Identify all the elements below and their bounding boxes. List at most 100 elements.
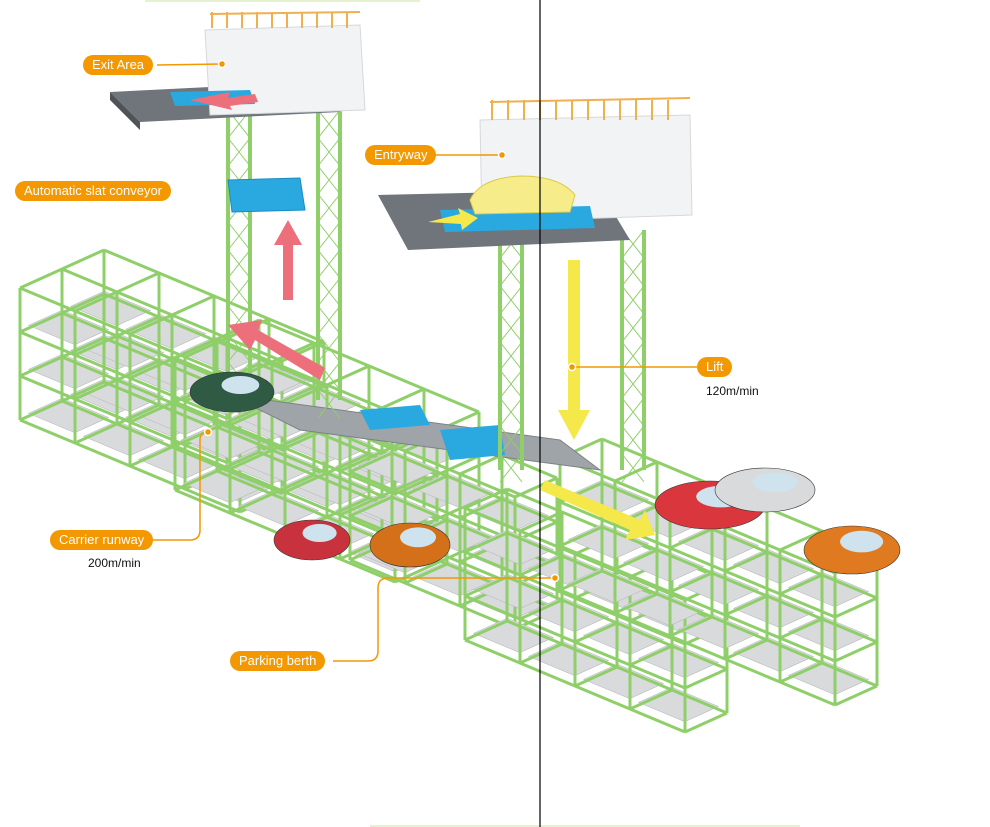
frame-beam [779, 661, 823, 684]
frame-beam [519, 598, 563, 621]
frame-beam [19, 292, 105, 334]
frame-beam [601, 481, 878, 600]
frame-beam [464, 575, 508, 598]
frame-beam [74, 315, 160, 357]
slat-conveyor-label: Automatic slat conveyor [15, 181, 172, 201]
parked-car-green-window [221, 376, 260, 394]
frame-beam [724, 594, 768, 617]
carrier-entry-arrow [540, 480, 655, 540]
frame-beam [391, 451, 558, 524]
exit-area-dot [217, 59, 227, 69]
tower-brace [621, 313, 645, 343]
railing [209, 11, 361, 15]
exit-arrow [190, 92, 258, 110]
tower-brace [317, 193, 341, 223]
tower-brace [499, 313, 523, 343]
frame-beam [669, 615, 713, 638]
carrier-speed: 200m/min [88, 556, 141, 570]
frame-beam [601, 525, 878, 644]
parked-car-silver-window [752, 472, 798, 493]
frame-beam [349, 558, 516, 631]
tower-brace [621, 257, 645, 287]
frame-beam [74, 271, 160, 313]
frame-beam [459, 497, 503, 520]
entry-arrow [428, 208, 478, 230]
carrier-exit-arrow [228, 320, 325, 380]
tower-brace [317, 137, 341, 167]
carrier-runway [229, 394, 602, 471]
exit-area-leader [156, 63, 223, 66]
tower-brace [621, 369, 645, 399]
exit-area-label: Exit Area [83, 55, 154, 75]
frame-beam [669, 527, 713, 550]
frame-beam [684, 711, 728, 734]
tower-brace [499, 425, 523, 455]
frame-beam [339, 475, 425, 517]
frame-beam [574, 665, 618, 688]
parking-berth-leader [333, 577, 555, 662]
tower-brace [317, 333, 341, 363]
frame-beam [129, 294, 215, 336]
frame-beam [724, 638, 768, 661]
lift-dot [567, 362, 577, 372]
frame-beam [629, 688, 673, 711]
frame-beam [394, 454, 480, 496]
frame-beam [404, 562, 448, 585]
tower-brace [621, 397, 645, 427]
tower-brace [317, 389, 341, 419]
tower-brace [621, 453, 645, 483]
tower-brace [621, 285, 645, 315]
carrier-runway-dot [203, 427, 213, 437]
tower-brace [317, 305, 341, 335]
frame-beam [19, 248, 105, 290]
lift-down-arrow [558, 260, 590, 440]
frame-beam [464, 531, 508, 554]
frame-beam [684, 667, 728, 690]
tower-brace [317, 221, 341, 251]
frame-beam [349, 495, 393, 518]
frame-beam [834, 684, 878, 707]
entryway-label: Entryway [365, 145, 437, 165]
frame-beam [74, 359, 160, 401]
frame-beam [614, 548, 658, 571]
frame-beam [19, 336, 105, 378]
frame-beam [349, 470, 516, 543]
frame-beam [559, 569, 603, 592]
parking-berth-label: Parking berth [230, 651, 326, 671]
frame-beam [284, 452, 370, 494]
lift-up-arrow [274, 220, 302, 300]
tower-brace [227, 221, 251, 251]
frame-beam [404, 474, 448, 497]
frame-beam [601, 569, 878, 688]
tower-brace [317, 249, 341, 279]
frame-beam [779, 573, 823, 596]
frame-beam [559, 544, 836, 663]
car-on-entry [469, 175, 576, 215]
carrier-device [440, 425, 505, 460]
frame-beam [724, 550, 768, 573]
frame-beam [834, 640, 878, 663]
tower-brace [499, 285, 523, 315]
tower-brace [317, 361, 341, 391]
lift-label: Lift [697, 357, 733, 377]
tower-brace [621, 425, 645, 455]
carrier-runway-leader [153, 431, 209, 541]
frame-beam [174, 450, 260, 492]
tower-brace [621, 229, 645, 259]
frame-beam [519, 642, 563, 665]
frame-beam [459, 453, 503, 476]
tower-brace [317, 277, 341, 307]
frame-beam [19, 380, 105, 422]
frame-beam [559, 500, 836, 619]
parked-car-orange-2-window [400, 527, 436, 548]
entryway-dot [497, 150, 507, 160]
frame-beam [284, 364, 370, 406]
carrier-runway-label: Carrier runway [50, 530, 154, 550]
tower-brace [621, 341, 645, 371]
tower-brace [227, 277, 251, 307]
parked-car-red-2-window [302, 524, 337, 542]
frame-beam [629, 644, 673, 667]
carrier-device [360, 405, 430, 430]
